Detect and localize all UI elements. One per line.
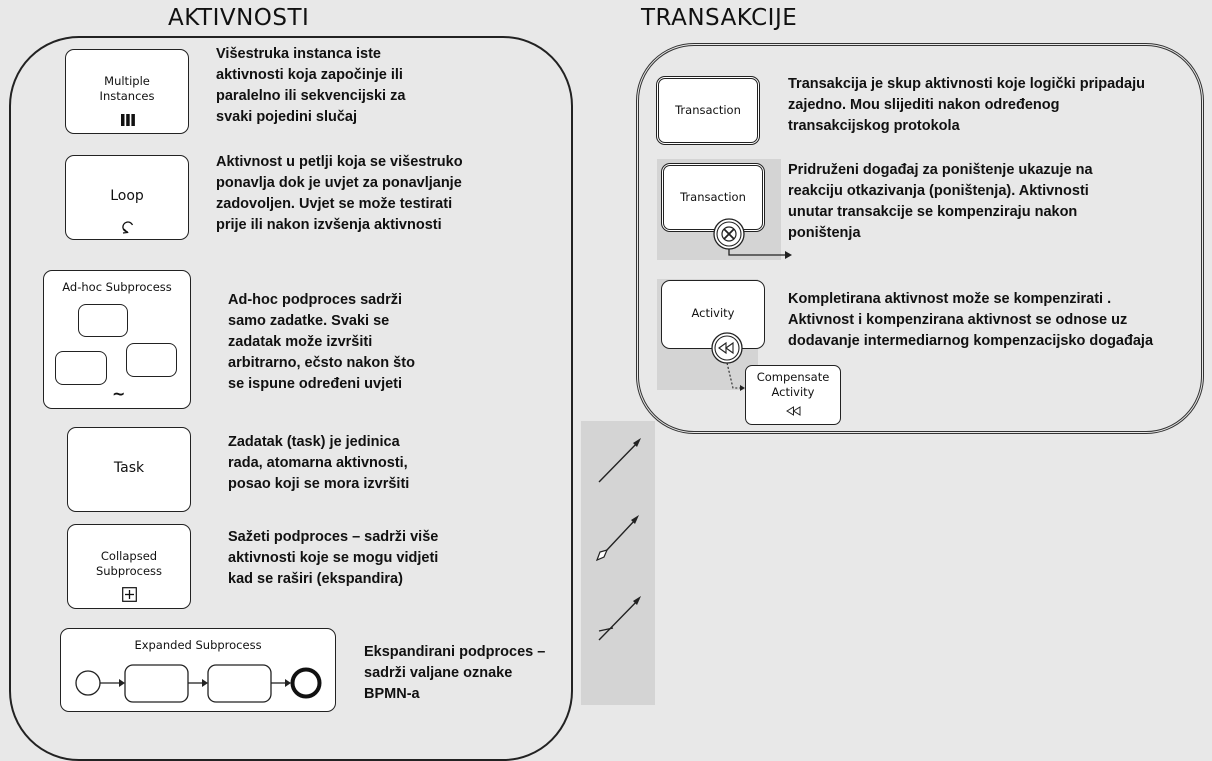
loop-label: Loop bbox=[110, 188, 144, 204]
expanded-subprocess-box: Expanded Subprocess bbox=[60, 628, 336, 712]
adhoc-subprocess-description: Ad-hoc podproces sadrži samo zadatke. Sv… bbox=[228, 292, 415, 392]
cancel-transaction-label: Transaction bbox=[680, 190, 746, 204]
subprocess-task-shape bbox=[124, 664, 189, 703]
loop-box: Loop bbox=[65, 155, 189, 240]
start-event-icon bbox=[75, 670, 101, 696]
adhoc-subprocess-box: Ad-hoc Subprocess ~ bbox=[43, 270, 191, 409]
loop-icon bbox=[122, 221, 134, 234]
plus-icon bbox=[122, 587, 137, 602]
parallel-instances-icon bbox=[121, 114, 135, 126]
conditional-flow-arrow-icon bbox=[595, 515, 639, 562]
collapsed-subprocess-label: Collapsed Subprocess bbox=[95, 549, 163, 578]
cancel-transaction-box: Transaction bbox=[661, 163, 765, 232]
adhoc-task-shape bbox=[78, 304, 128, 337]
cancel-transaction-description: Pridruženi događaj za poništenje ukazuje… bbox=[788, 162, 1093, 241]
task-box: Task bbox=[67, 427, 191, 512]
compensate-activity-label: Compensate Activity bbox=[756, 370, 830, 399]
compensation-activity-label: Activity bbox=[691, 306, 735, 320]
compensate-activity-box: Compensate Activity bbox=[745, 365, 841, 425]
compensation-event-icon bbox=[711, 332, 745, 391]
compensation-description: Kompletirana aktivnost može se kompenzir… bbox=[788, 291, 1154, 349]
expanded-subprocess-description: Ekspandirani podproces – sadrži valjane … bbox=[364, 644, 546, 702]
task-label: Task bbox=[113, 460, 145, 476]
activities-heading: AKTIVNOSTI bbox=[168, 5, 310, 31]
compensation-marker-icon bbox=[786, 406, 801, 416]
end-event-icon bbox=[290, 667, 322, 699]
transaction-label: Transaction bbox=[675, 103, 741, 117]
cancel-event-icon bbox=[713, 218, 792, 259]
transactions-heading: TRANSAKCIJE bbox=[641, 5, 798, 31]
adhoc-subprocess-label: Ad-hoc Subprocess bbox=[62, 280, 172, 294]
expanded-subprocess-label: Expanded Subprocess bbox=[134, 638, 262, 652]
transactions-panel bbox=[636, 43, 1204, 434]
connector-samples-strip bbox=[581, 421, 655, 705]
multiple-instances-description: Višestruka instanca iste aktivnosti koja… bbox=[216, 46, 406, 125]
adhoc-task-shape bbox=[55, 351, 107, 385]
collapsed-subprocess-description: Sažeti podproces – sadrži više aktivnost… bbox=[228, 529, 439, 587]
compensation-activity-box: Activity bbox=[661, 280, 765, 349]
task-description: Zadatak (task) je jedinica rada, atomarn… bbox=[228, 434, 410, 492]
multiple-instances-box: Multiple Instances bbox=[65, 49, 189, 134]
multiple-instances-label: Multiple Instances bbox=[99, 74, 155, 103]
transaction-description: Transakcija je skup aktivnosti koje logi… bbox=[788, 76, 1145, 134]
collapsed-subprocess-box: Collapsed Subprocess bbox=[67, 524, 191, 609]
default-flow-arrow-icon bbox=[598, 596, 641, 641]
association-arrow-icon bbox=[598, 438, 641, 483]
loop-description: Aktivnost u petlji koja se višestruko po… bbox=[216, 154, 463, 233]
adhoc-tilde-icon: ~ bbox=[112, 384, 126, 403]
subprocess-task-shape bbox=[207, 664, 272, 703]
transaction-box: Transaction bbox=[656, 76, 760, 145]
adhoc-task-shape bbox=[126, 343, 177, 377]
expanded-subprocess-flow bbox=[75, 664, 322, 703]
